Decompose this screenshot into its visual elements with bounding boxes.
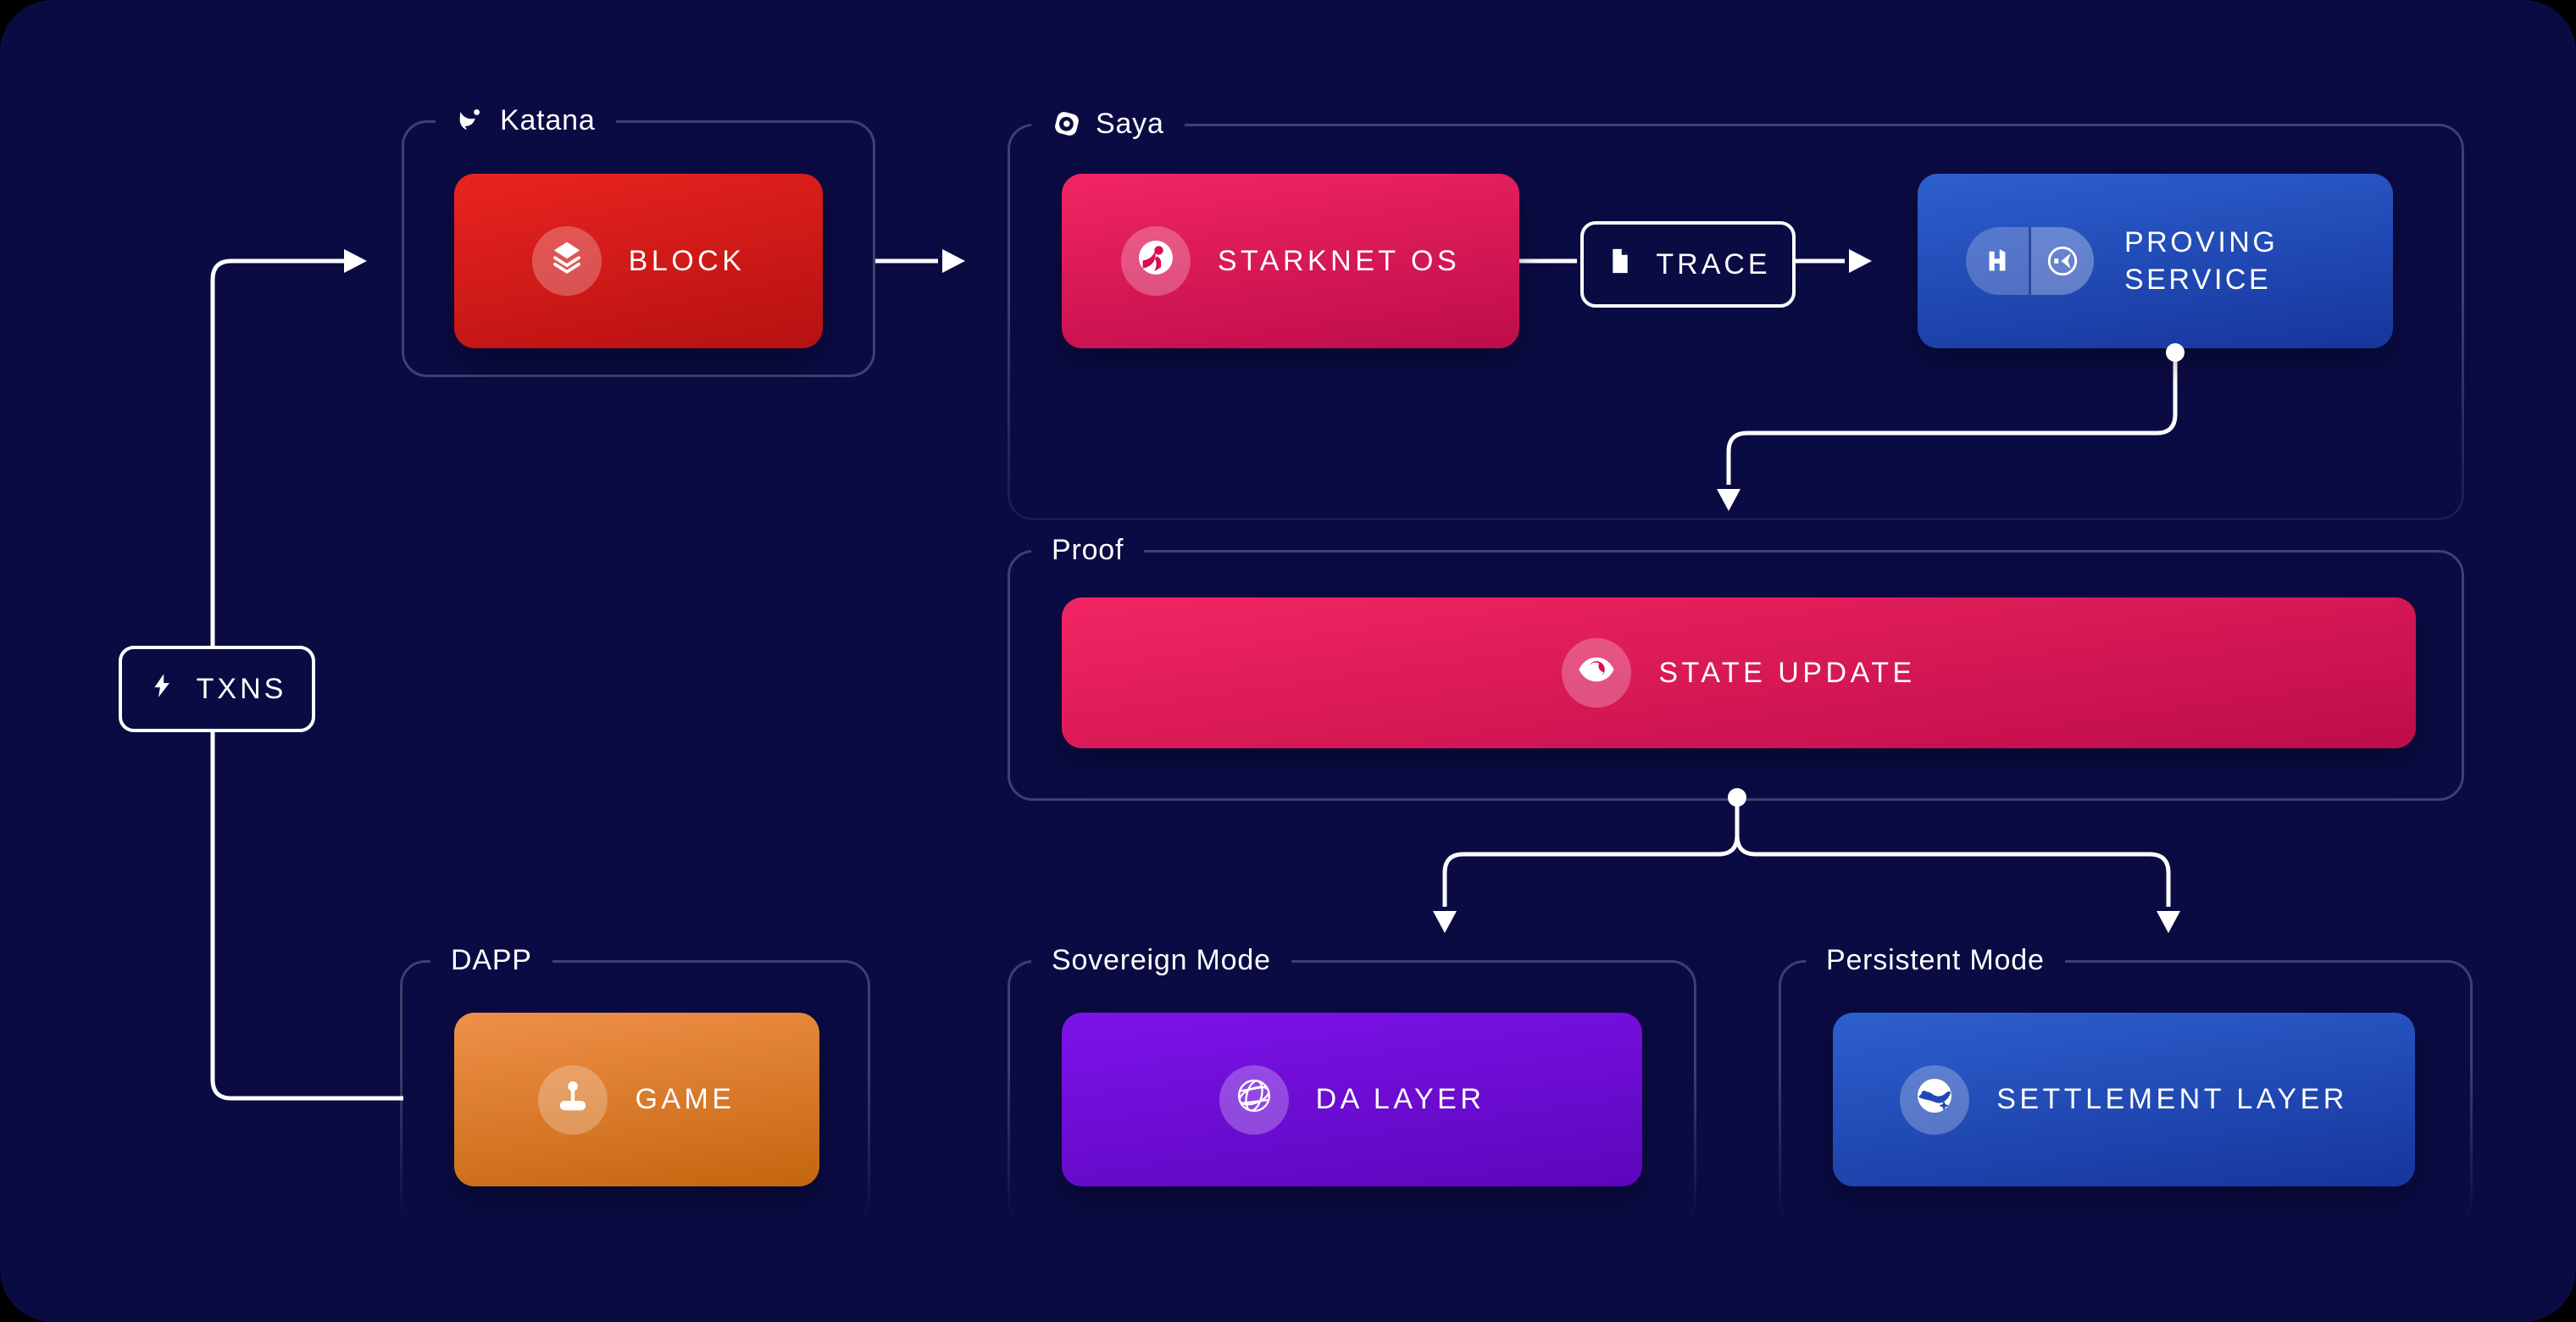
- da-layer-node[interactable]: DA LAYER: [1062, 1013, 1642, 1186]
- starknet-circle-icon: [1913, 1075, 1956, 1125]
- group-sovereign-title: Sovereign Mode: [1052, 943, 1271, 976]
- arrowhead-into-sovereign: [1433, 911, 1457, 933]
- block-icon-bubble: [531, 226, 602, 296]
- eye-icon: [1575, 648, 1618, 698]
- joystick-icon: [552, 1075, 593, 1124]
- state-update-node[interactable]: STATE UPDATE: [1062, 597, 2416, 748]
- arrowhead-into-katana: [344, 249, 367, 273]
- state-update-icon-bubble: [1562, 638, 1632, 708]
- group-saya-label: Saya: [1031, 102, 1185, 146]
- arrowhead-into-saya: [942, 249, 965, 273]
- saya-logo-icon: [1052, 108, 1082, 139]
- group-dapp-label: DAPP: [430, 938, 552, 982]
- game-label: GAME: [635, 1083, 736, 1115]
- group-proof-title: Proof: [1052, 533, 1124, 566]
- txns-label: TXNS: [196, 672, 287, 705]
- txns-node[interactable]: TXNS: [119, 646, 315, 732]
- trace-node[interactable]: TRACE: [1580, 221, 1796, 308]
- arrowhead-into-persistent: [2157, 911, 2180, 933]
- group-katana-title: Katana: [500, 103, 596, 136]
- group-proof-label: Proof: [1031, 528, 1145, 572]
- da-layer-label: DA LAYER: [1315, 1083, 1485, 1115]
- game-node[interactable]: GAME: [454, 1013, 819, 1186]
- wire-proof-to-persistent: [1735, 835, 2171, 907]
- starknet-os-node[interactable]: STARKNET OS: [1062, 174, 1519, 348]
- herodotus-h-icon: [1966, 227, 2031, 295]
- proving-connector-dot: [2166, 343, 2185, 362]
- proving-service-node[interactable]: PROVING SERVICE: [1918, 174, 2393, 348]
- proof-connector-dot: [1728, 788, 1746, 807]
- lightning-icon: [147, 671, 176, 708]
- proving-service-label: PROVING SERVICE: [2124, 225, 2279, 296]
- group-persistent-title: Persistent Mode: [1826, 943, 2045, 976]
- starknet-os-icon-bubble: [1120, 226, 1191, 296]
- settlement-layer-icon-bubble: [1900, 1064, 1970, 1135]
- proving-service-icon-pill: [1966, 227, 2094, 295]
- trace-label: TRACE: [1656, 247, 1771, 281]
- layers-icon: [547, 237, 587, 286]
- group-katana-label: Katana: [436, 98, 616, 142]
- state-update-label: STATE UPDATE: [1658, 656, 1916, 689]
- group-dapp-title: DAPP: [451, 943, 532, 976]
- wireframe-globe-icon: [1233, 1075, 1275, 1125]
- group-saya-title: Saya: [1096, 107, 1164, 140]
- settlement-layer-label: SETTLEMENT LAYER: [1996, 1083, 2348, 1115]
- group-sovereign-label: Sovereign Mode: [1031, 938, 1291, 982]
- settlement-layer-node[interactable]: SETTLEMENT LAYER: [1833, 1013, 2415, 1186]
- da-layer-icon-bubble: [1219, 1064, 1289, 1135]
- starknet-figure-icon: [1135, 236, 1177, 286]
- group-persistent-label: Persistent Mode: [1806, 938, 2065, 982]
- game-icon-bubble: [538, 1064, 608, 1135]
- block-label: BLOCK: [628, 244, 746, 277]
- block-node[interactable]: BLOCK: [454, 174, 823, 348]
- starknet-os-label: STARKNET OS: [1217, 244, 1461, 277]
- document-icon: [1605, 246, 1635, 284]
- wire-proof-to-sovereign: [1442, 805, 1740, 907]
- prover-emblem-icon: [2031, 227, 2094, 295]
- katana-logo-icon: [456, 105, 486, 136]
